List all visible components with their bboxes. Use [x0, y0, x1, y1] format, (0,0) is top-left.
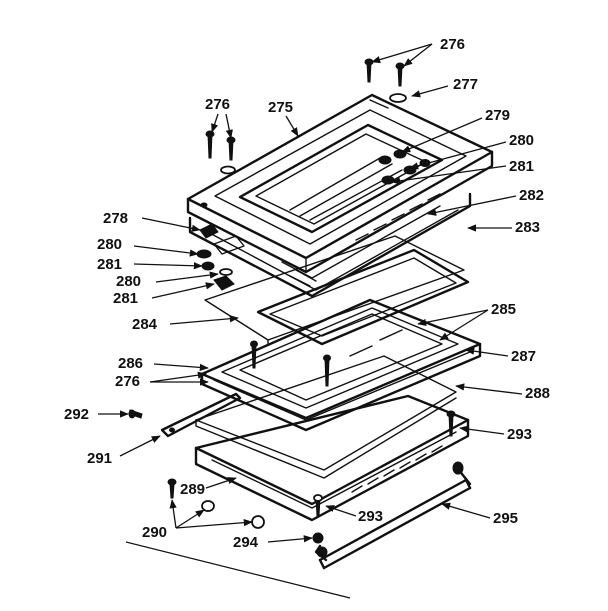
glass-pane [195, 355, 457, 479]
callout-294: 294 [233, 534, 259, 551]
callout-282: 282 [519, 187, 544, 204]
callout-283: 283 [515, 219, 540, 236]
callout-275: 275 [268, 99, 293, 116]
trim-strip [160, 392, 242, 438]
callout-281-left-a: 281 [97, 256, 122, 273]
callout-276-top: 276 [440, 36, 465, 53]
door-handle [314, 461, 472, 570]
callout-277: 277 [453, 76, 478, 93]
callout-291: 291 [87, 450, 112, 467]
callout-280-right: 280 [509, 132, 534, 149]
callout-280-left-a: 280 [97, 236, 122, 253]
door-glass-sheet [204, 235, 465, 345]
callout-279: 279 [485, 107, 510, 124]
callout-280-left-b: 280 [116, 273, 141, 290]
callout-293-bottom: 293 [358, 508, 383, 525]
callout-287: 287 [511, 348, 536, 365]
callout-285: 285 [491, 301, 516, 318]
screws-and-hardware [128, 58, 456, 544]
callout-295: 295 [493, 510, 518, 527]
callout-276-left: 276 [205, 96, 230, 113]
callout-281-right: 281 [509, 158, 534, 175]
callout-284: 284 [132, 316, 158, 333]
callout-276-frame: 276 [115, 373, 140, 390]
callout-286: 286 [118, 355, 143, 372]
callout-281-left-b: 281 [113, 290, 138, 307]
leader-lines [98, 43, 523, 599]
callout-292: 292 [64, 406, 89, 423]
callout-278: 278 [103, 210, 128, 227]
callout-293-right: 293 [507, 426, 532, 443]
callout-290: 290 [142, 524, 167, 541]
callout-labels: 276 277 276 275 279 280 281 282 283 278 … [64, 36, 550, 551]
callout-288: 288 [525, 385, 550, 402]
callout-289: 289 [180, 481, 205, 498]
